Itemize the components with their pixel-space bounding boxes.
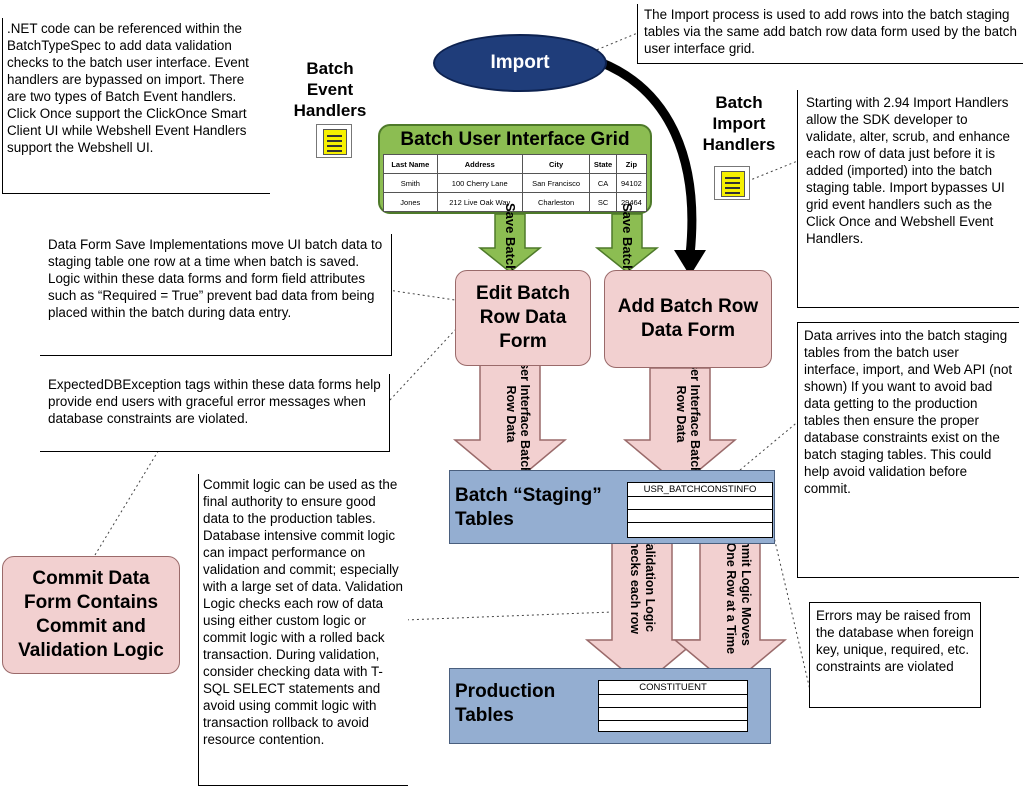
grid-cell: Smith	[383, 173, 438, 193]
callout-lines	[94, 31, 811, 691]
import-arrow	[598, 57, 697, 256]
table-row: Jones 212 Live Oak Way Charleston SC 294…	[383, 192, 648, 212]
grid-cell: Jones	[383, 192, 438, 212]
batch-event-handlers-label: Batch Event Handlers	[293, 59, 367, 120]
edit-batch-row-data-form: Edit Batch Row Data Form	[455, 270, 591, 366]
grid-cell: SC	[589, 192, 617, 212]
production-tables-label: Production Tables	[455, 681, 556, 726]
note-errors: Errors may be raised from the database w…	[809, 602, 981, 708]
note-import-handlers: Starting with 2.94 Import Handlers allow…	[797, 90, 1019, 308]
note-import-process: The Import process is used to add rows i…	[637, 4, 1023, 64]
save-batch-label-1: Save Batch	[503, 203, 518, 274]
grid-cell: Charleston	[521, 192, 591, 212]
staging-table-name: USR_BATCHCONSTINFO	[628, 483, 772, 497]
staging-table-graphic: USR_BATCHCONSTINFO	[627, 482, 773, 538]
note-net-code: .NET code can be referenced within the B…	[2, 18, 270, 194]
save-batch-arrow-1	[477, 213, 543, 273]
note-commit-logic: Commit logic can be used as the final au…	[198, 474, 408, 786]
grid-col-header: State	[589, 154, 617, 174]
grid-col-header: City	[521, 154, 591, 174]
commit-data-form: Commit Data Form Contains Commit and Val…	[2, 556, 180, 674]
import-oval: Import	[433, 34, 607, 92]
production-table-graphic: CONSTITUENT	[598, 680, 748, 732]
save-batch-label-2: Save Batch	[620, 203, 635, 274]
grid-table: Last Name Address City State Zip Smith 1…	[383, 154, 648, 212]
ui-data-label-1: User Interface Batch Row Data	[504, 353, 532, 475]
note-data-form-save: Data Form Save Implementations move UI b…	[40, 234, 392, 356]
scroll-icon	[316, 124, 352, 158]
batch-import-handlers-label: Batch Import Handlers	[702, 93, 776, 154]
ui-data-arrow-1	[452, 363, 568, 487]
grid-cell: 100 Cherry Lane	[436, 173, 523, 193]
grid-cell: 212 Live Oak Way	[436, 192, 523, 212]
grid-cell: 29464	[615, 192, 648, 212]
grid-title: Batch User Interface Grid	[400, 129, 630, 150]
add-batch-row-data-form: Add Batch Row Data Form	[604, 270, 772, 368]
grid-col-header: Last Name	[383, 154, 438, 174]
note-data-arrives: Data arrives into the batch staging tabl…	[797, 322, 1019, 578]
save-batch-arrow-2	[594, 213, 660, 273]
grid-cell: San Francisco	[521, 173, 591, 193]
grid-cell: 94102	[615, 173, 648, 193]
grid-col-header: Address	[436, 154, 523, 174]
production-table-name: CONSTITUENT	[599, 681, 747, 695]
ui-data-arrow-2	[622, 367, 738, 487]
grid-header-row: Last Name Address City State Zip	[383, 154, 648, 174]
grid-cell: CA	[589, 173, 617, 193]
scroll-icon	[714, 166, 750, 200]
ui-data-label-2: User Interface Batch Row Data	[674, 353, 702, 475]
staging-tables-label: Batch “Staging” Tables	[455, 485, 602, 530]
table-row: Smith 100 Cherry Lane San Francisco CA 9…	[383, 173, 648, 193]
import-arrow-head	[674, 250, 706, 276]
grid-col-header: Zip	[615, 154, 648, 174]
note-expected-db: ExpectedDBException tags within these da…	[40, 374, 390, 452]
